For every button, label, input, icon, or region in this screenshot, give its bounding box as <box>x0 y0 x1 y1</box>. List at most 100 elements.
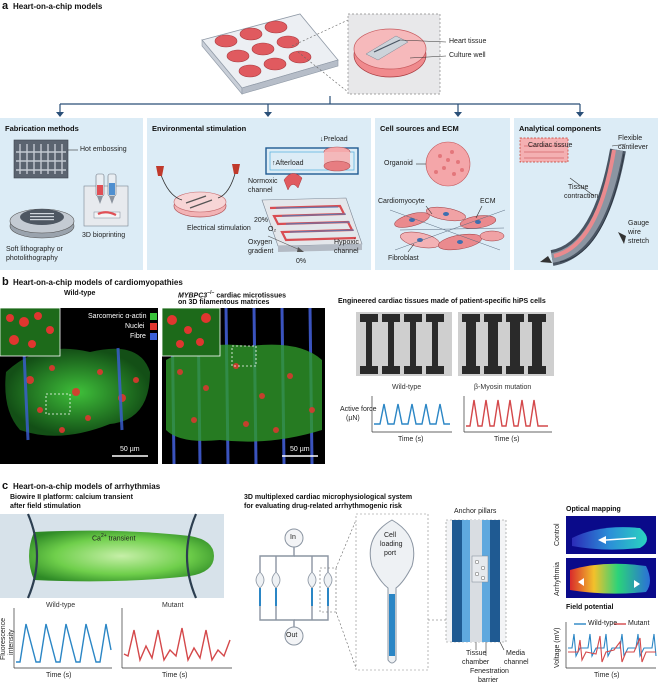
optical-mapping-title: Optical mapping <box>566 506 621 513</box>
force-ylabel-2: (µN) <box>346 415 360 422</box>
force-xlabel-left: Time (s) <box>398 436 424 443</box>
biowire-title-2: after field stimulation <box>10 503 81 510</box>
engineered-title: Engineered cardiac tissues made of patie… <box>338 298 546 305</box>
ca-mutant-label: Mutant <box>162 602 184 609</box>
biowire-title-1: Biowire II platform: calcium transient <box>10 494 133 501</box>
force-wt-label: Wild-type <box>392 384 422 391</box>
panel-c-title: Heart-on-a-chip models of arrhythmias <box>13 482 161 491</box>
mybpc3-gene: MYBPC3 <box>178 292 208 300</box>
multiplex-title-1: 3D multiplexed cardiac microphysiologica… <box>244 494 413 501</box>
cells-title: Cell sources and ECM <box>380 124 459 133</box>
force-xlabel-right: Time (s) <box>494 436 520 443</box>
panel-a-letter: a <box>2 0 9 12</box>
media-channel-label-2: channel <box>504 659 529 666</box>
ca-time-left: Time (s) <box>46 672 72 679</box>
organoid-label: Organoid <box>384 160 413 167</box>
panel-b-letter: b <box>2 276 9 288</box>
normoxic-label-1: Normoxic <box>248 178 278 185</box>
o2-0-label: 0% <box>296 258 307 265</box>
oxygen-gradient-label-2: gradient <box>248 248 274 255</box>
tissue-chamber-label-2: chamber <box>462 659 490 666</box>
scale-bar-right: 50 µm <box>290 446 310 453</box>
panel-c-letter: c <box>2 480 9 492</box>
soft-litho-label-2: photolithography <box>6 255 58 262</box>
o2-label: O₂ <box>268 226 277 233</box>
cell-loading-label-3: port <box>384 550 397 557</box>
cardiomyocyte-label: Cardiomyocyte <box>378 198 425 205</box>
environment-title: Environmental stimulation <box>152 124 247 133</box>
ca-sup: 2+ <box>100 533 107 539</box>
gauge-label-2: wire <box>628 229 641 236</box>
panel-b-title: Heart-on-a-chip models of cardiomyopathi… <box>13 278 183 287</box>
cell-loading-label-2: loading <box>380 541 403 548</box>
mybpc3-sup: −/− <box>207 290 215 296</box>
fenestration-label-2: barrier <box>478 677 499 684</box>
fp-mutant-label: Mutant <box>628 620 650 627</box>
legend-fibre: Fibre <box>130 333 146 340</box>
ca-suffix: transient <box>106 535 136 543</box>
heart-tissue-label: Heart tissue <box>449 38 487 45</box>
fabrication-title: Fabrication methods <box>5 124 79 133</box>
mybpc3-header: MYBPC3−/− cardiac microtissues <box>178 290 286 299</box>
fenestration-label-1: Fenestration <box>470 668 509 675</box>
media-channel-label-1: Media <box>506 650 526 657</box>
o2-20-label: 20% <box>254 217 269 224</box>
voltage-label: Voltage (mV) <box>554 627 561 668</box>
cell-loading-label-1: Cell <box>384 532 397 539</box>
field-potential-title: Field potential <box>566 604 614 611</box>
fibroblast-label: Fibroblast <box>388 255 419 262</box>
hypoxic-label-1: Hypoxic <box>334 239 359 246</box>
culture-well-label: Culture well <box>449 52 486 59</box>
scale-bar-left: 50 µm <box>120 446 140 453</box>
hypoxic-label-2: channel <box>334 248 359 255</box>
out-label: Out <box>286 632 298 639</box>
fp-time-label: Time (s) <box>594 672 620 679</box>
arrhythmia-label: Arrhythmia <box>554 562 561 596</box>
preload-label: ↓Preload <box>320 136 348 143</box>
ca-transient-label: Ca2+ transient <box>92 532 135 543</box>
tissue-chamber-label-1: Tissue <box>466 650 487 657</box>
flexible-label-2: cantilever <box>618 144 648 151</box>
flexible-label-1: Flexible <box>618 135 643 142</box>
oxygen-gradient-label-1: Oxygen <box>248 239 273 246</box>
mybpc3-header-2: on 3D filamentous matrices <box>178 299 270 306</box>
multiplex-title-2: for evaluating drug-related arrhythmogen… <box>244 503 402 510</box>
gauge-label-1: Gauge <box>628 220 650 227</box>
afterload-label: ↑Afterload <box>272 160 304 167</box>
ca-time-mid: Time (s) <box>162 672 188 679</box>
hot-embossing-label: Hot embossing <box>80 146 127 153</box>
gauge-label-3: stretch <box>628 238 650 245</box>
legend-actin: Sarcomeric α-actin <box>88 313 147 320</box>
control-label: Control <box>554 523 561 546</box>
force-mutant-label: β-Myosin mutation <box>474 384 532 391</box>
tissue-contraction-label-1: Tissue <box>568 184 589 191</box>
cardiac-tissue-label: Cardiac tissue <box>528 142 573 149</box>
normoxic-label-2: channel <box>248 187 273 194</box>
bioprinting-label: 3D bioprinting <box>82 232 126 239</box>
wild-type-header: Wild-type <box>64 290 96 297</box>
ca-prefix: Ca <box>92 535 101 543</box>
panel-a-title: Heart-on-a-chip models <box>13 2 103 11</box>
tissue-contraction-label-2: contraction <box>564 193 599 200</box>
anchor-pillars-label: Anchor pillars <box>454 508 497 515</box>
soft-litho-label-1: Soft lithography or <box>6 246 63 253</box>
force-ylabel-1: Active force <box>340 406 377 413</box>
legend-nuclei: Nuclei <box>125 323 145 330</box>
mybpc3-rest: cardiac microtissues <box>214 292 287 300</box>
electrical-stim-label: Electrical stimulation <box>187 225 251 232</box>
ca-wt-label: Wild-type <box>46 602 76 609</box>
analytical-title: Analytical components <box>519 124 602 133</box>
ecm-label: ECM <box>480 198 496 205</box>
in-label: In <box>290 534 296 541</box>
